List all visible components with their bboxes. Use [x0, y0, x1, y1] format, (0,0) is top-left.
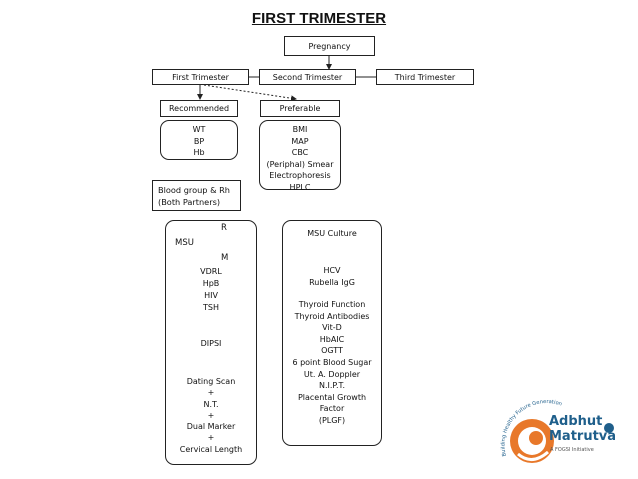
- list-item: BP: [193, 136, 205, 146]
- list-item: N.T.: [203, 399, 219, 409]
- list-item: Ut. A. Doppler: [303, 369, 361, 379]
- list-item: WT: [192, 125, 206, 134]
- preferable-arrow: [203, 84, 297, 102]
- blood-group-line2: (Both Partners): [158, 197, 221, 207]
- list-item: Rubella IgG: [309, 278, 355, 287]
- list-item: Vit-D: [322, 323, 342, 333]
- msu-label: MSU: [175, 238, 194, 248]
- list-item: +: [207, 433, 215, 443]
- adbhut-matrutva-logo: Building Healthy Future Generations Adbh…: [491, 392, 632, 474]
- right-panel: [282, 220, 382, 446]
- left-scans: Dating Scan + N.T. + Dual Marker + Cervi…: [165, 376, 257, 455]
- list-item: +: [207, 388, 215, 398]
- left-tests: VDRL HpB HIV TSH: [165, 266, 257, 314]
- recommended-node: Recommended: [160, 100, 238, 117]
- list-item: (Periphal) Smear: [266, 159, 334, 169]
- list-item: Dating Scan: [186, 377, 236, 386]
- logo-tagline: A FOGSI Initiative: [550, 447, 594, 453]
- list-item: DIPSI: [200, 339, 222, 348]
- msu-r-label: R: [221, 223, 227, 233]
- list-item: (PLGF): [318, 415, 346, 425]
- list-item: MAP: [291, 136, 309, 146]
- first-trimester-node: First Trimester: [152, 69, 249, 85]
- list-item: MSU Culture: [307, 229, 357, 238]
- third-trimester-node: Third Trimester: [376, 69, 474, 85]
- list-item: +: [207, 410, 215, 420]
- msu-culture-label: MSU Culture: [282, 228, 382, 240]
- list-item: Thyroid Antibodies: [294, 311, 370, 321]
- blood-group-line1: Blood group & Rh: [158, 185, 230, 195]
- list-item: Placental Growth: [297, 392, 367, 402]
- list-item: Factor: [319, 404, 345, 414]
- list-item: 6 point Blood Sugar: [292, 357, 372, 367]
- list-item: Dual Marker: [186, 422, 236, 432]
- preferable-node: Preferable: [260, 100, 340, 117]
- list-item: Thyroid Function: [298, 300, 366, 309]
- list-item: Hb: [193, 148, 205, 157]
- preferable-list: BMI MAP CBC (Periphal) Smear Electrophor…: [259, 120, 341, 192]
- list-item: HpB: [202, 279, 220, 288]
- list-item: HbAIC: [319, 334, 345, 344]
- second-trimester-node: Second Trimester: [259, 69, 356, 85]
- list-item: TSH: [203, 303, 219, 312]
- list-item: HCV: [323, 266, 341, 275]
- dipsi-label: DIPSI: [165, 338, 257, 350]
- logo-emblem-icon: Building Healthy Future Generations: [491, 392, 614, 463]
- list-item: HIV: [204, 291, 218, 300]
- logo-line1: Adbhut: [549, 414, 603, 429]
- left-panel: [165, 220, 257, 465]
- list-item: CBC: [291, 148, 309, 157]
- list-item: VDRL: [200, 267, 222, 276]
- right-group1: HCV Rubella IgG: [282, 265, 382, 289]
- right-group2: Thyroid Function Thyroid Antibodies Vit-…: [282, 299, 382, 427]
- list-item: Electrophoresis: [269, 171, 331, 180]
- page-title: FIRST TRIMESTER: [251, 10, 387, 27]
- msu-m-label: M: [221, 253, 229, 263]
- recommended-list: WT BP Hb: [160, 120, 238, 160]
- blood-group-node: Blood group & Rh (Both Partners): [152, 180, 241, 211]
- logo-line2: Matrutva: [549, 429, 617, 444]
- list-item: N.I.P.T.: [318, 381, 346, 391]
- list-item: OGTT: [321, 346, 343, 356]
- pregnancy-node: Pregnancy: [284, 36, 375, 56]
- list-item: HPLC: [289, 182, 311, 192]
- list-item: Cervical Length: [179, 444, 243, 454]
- list-item: BMI: [292, 125, 308, 134]
